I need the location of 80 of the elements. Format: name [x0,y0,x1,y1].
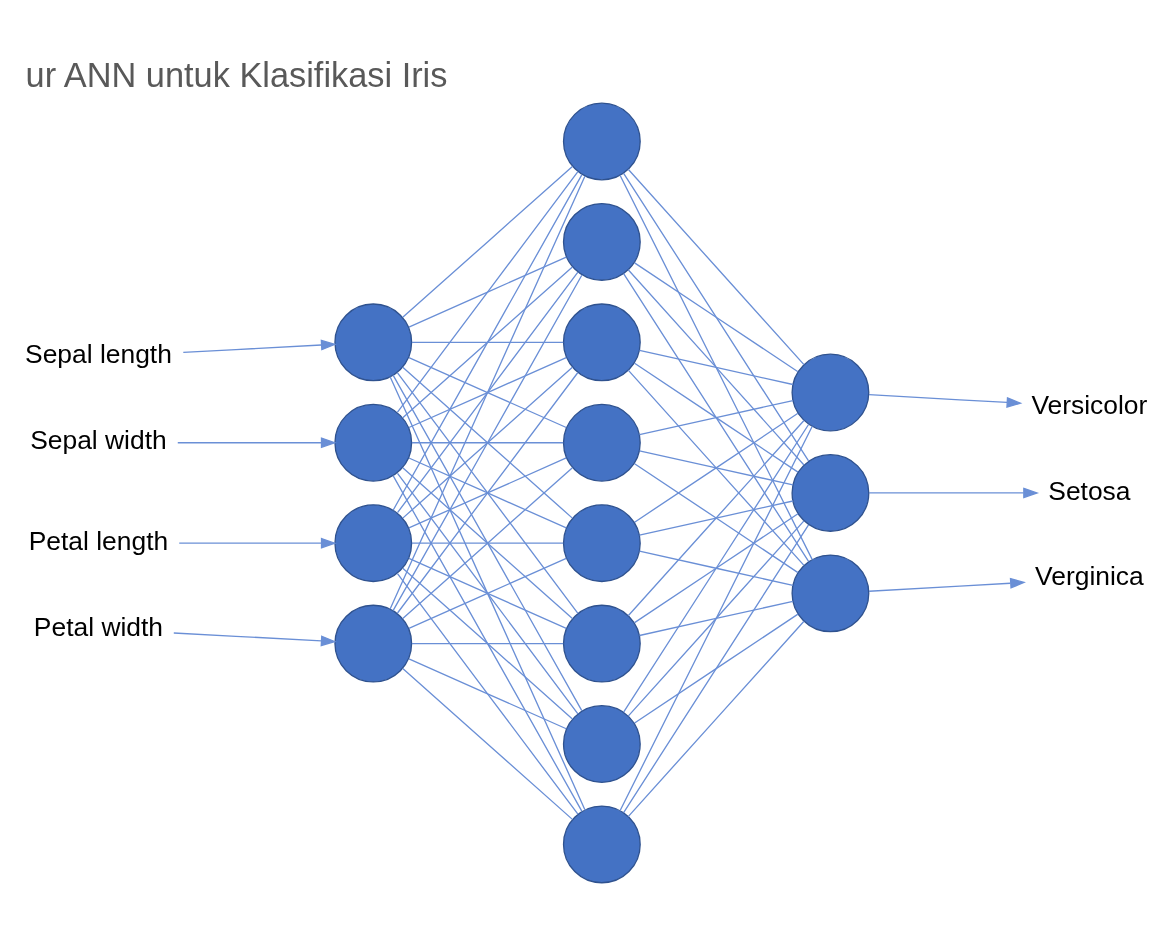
node-circle [334,604,413,683]
connector [392,173,583,511]
connector [408,456,567,529]
connector [627,168,805,365]
node-circle [791,453,870,532]
connector [396,170,579,413]
node-circle [562,202,641,281]
connector [392,474,583,812]
connector [633,412,799,523]
connector [396,472,579,714]
node-text: Petal length [28,525,169,556]
connector [622,272,810,562]
connector [633,362,799,473]
connector [633,261,799,372]
node-text: Setosa [1048,475,1131,506]
connector [411,341,564,343]
connector [622,172,810,462]
connector [627,620,805,817]
node-circle [334,503,413,582]
connector [392,274,583,611]
connector [411,542,564,544]
connector [396,270,579,513]
node-circle [562,704,641,783]
node-circle [562,302,641,381]
connector [402,366,574,519]
arrow [868,486,1040,498]
connector [392,374,583,711]
node-circle [334,302,413,381]
node-circle [334,403,413,482]
arrow [177,436,337,448]
connector [402,567,574,720]
connector [396,572,579,815]
diagram-title: ur ANN untuk Klasifikasi Iris [25,55,448,94]
arrow [173,631,337,646]
connector [402,667,574,820]
node-text: Verginica [1035,560,1144,591]
arrow [868,393,1023,408]
node-circle [562,403,641,482]
arrow [178,537,337,549]
connector [627,519,805,717]
connector [408,557,567,629]
connector [638,499,794,536]
connector [396,371,579,614]
node-text: Sepal width [30,424,167,455]
connector [627,369,805,566]
connector [411,642,564,644]
connector [408,657,567,729]
connector [389,175,586,610]
node-text: Versicolor [1031,389,1148,420]
arrow [868,577,1026,592]
node-circle [562,102,641,180]
connector [633,612,799,724]
node-circle [562,503,641,582]
connector [633,512,799,623]
connector [408,356,567,428]
connector [633,462,799,573]
connector [402,265,574,418]
connector [627,268,805,466]
connector [402,165,574,318]
connector [411,441,564,443]
connector [622,523,810,813]
connector [638,550,794,586]
connector [408,256,567,328]
node-text: Sepal length [25,338,172,369]
node-circle [562,604,641,683]
node-circle [562,804,641,883]
connector [627,419,805,616]
connector [622,423,810,713]
node-circle [791,353,870,431]
connector [638,600,794,636]
connector [402,466,574,619]
node-circle [791,553,870,632]
connector [619,174,813,560]
connector [638,349,794,385]
connector [619,425,813,811]
connector [638,399,794,435]
connector [638,449,794,486]
connector [389,375,586,810]
arrow [182,339,337,353]
node-text: Petal width [33,611,164,642]
